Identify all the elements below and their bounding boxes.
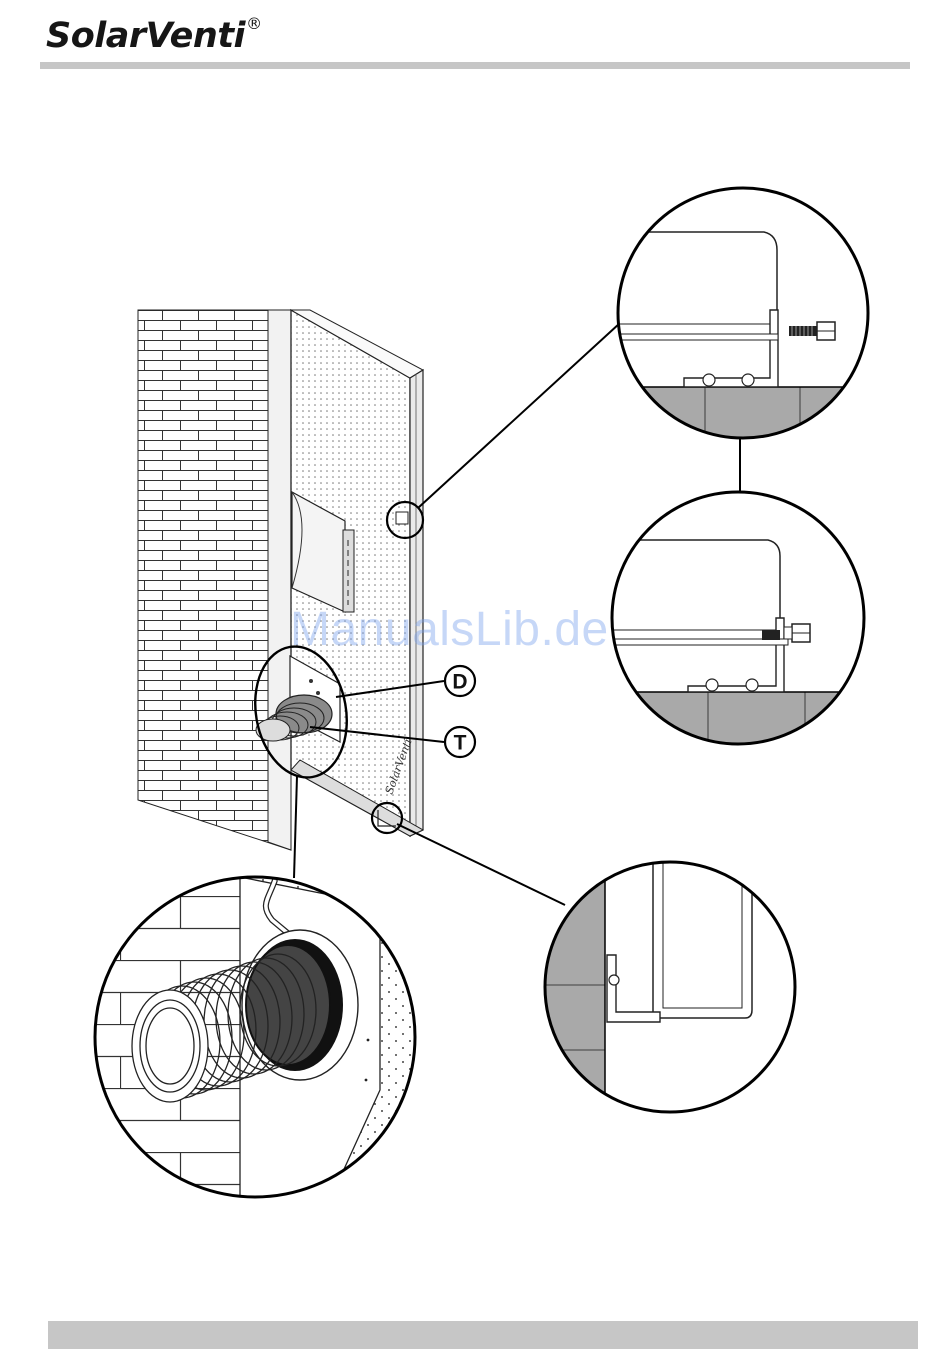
detail-circle-inlet-hose <box>95 877 415 1200</box>
svg-text:D: D <box>452 671 467 694</box>
detail-circle-bolt-loose <box>618 188 868 447</box>
detail-circle-bolt-fastened <box>612 492 864 752</box>
detail-circle-lower-bracket <box>545 862 795 1112</box>
upper-bracket <box>396 512 408 524</box>
brick-wall <box>138 310 291 850</box>
footer-bar <box>48 1321 918 1349</box>
svg-text:T: T <box>454 732 467 755</box>
callout-d: D <box>445 666 475 696</box>
callout-t: T <box>445 727 475 757</box>
watermark: ManualsLib.de <box>290 602 609 657</box>
